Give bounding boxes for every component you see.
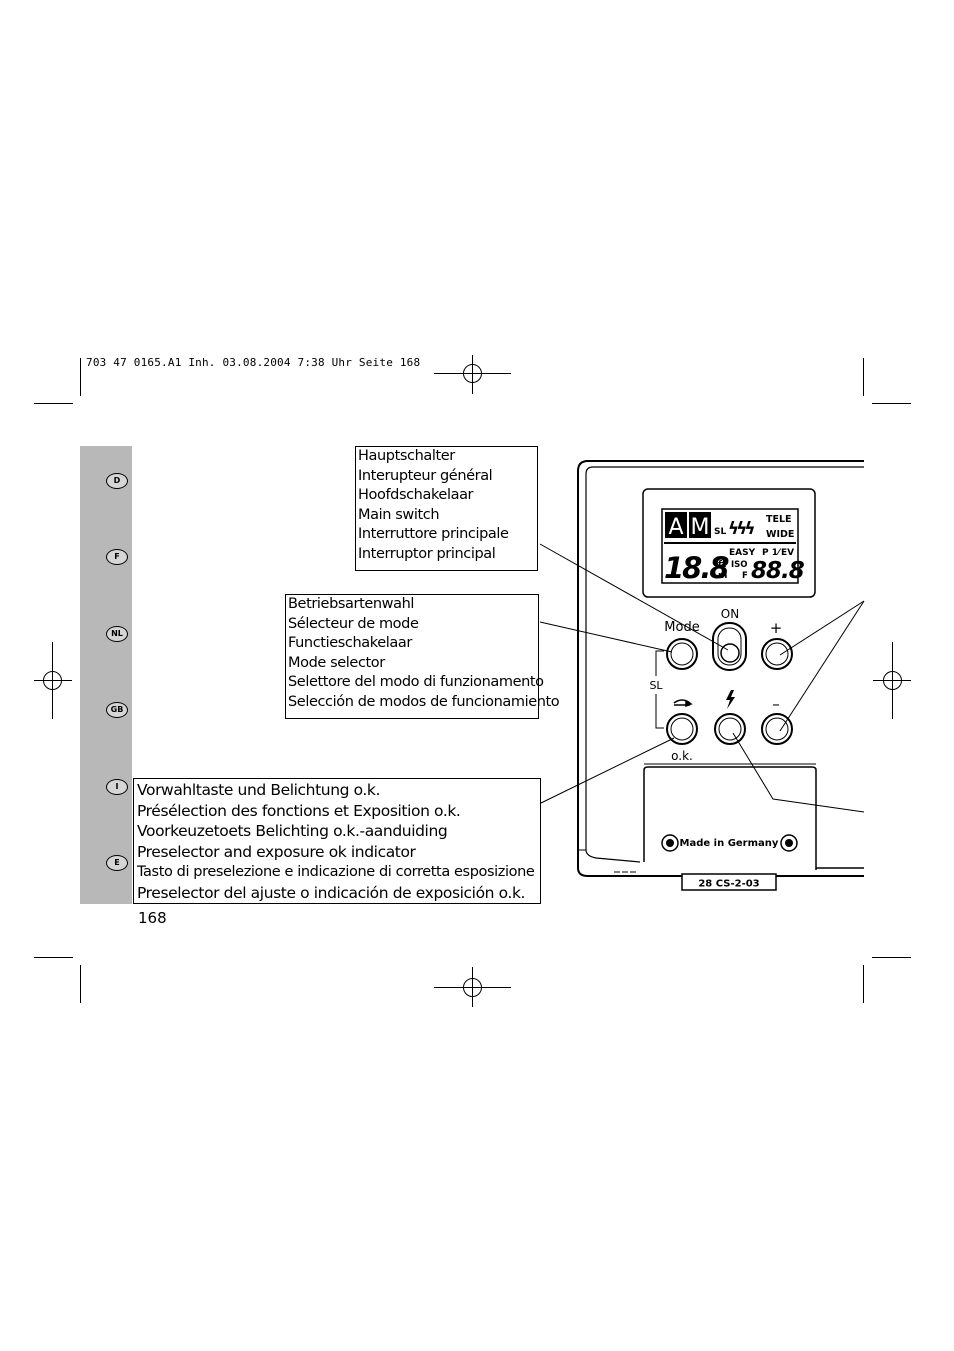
callout-line: Hoofdschakelaar <box>358 487 474 504</box>
callout-line: Preselector del ajuste o indicación de e… <box>137 883 526 902</box>
screw-left-icon <box>661 834 679 852</box>
lcd-value-digits: 88.8 <box>751 558 805 584</box>
ok-label: o.k. <box>671 749 693 763</box>
minus-button[interactable] <box>761 713 793 745</box>
language-sidebar <box>80 446 132 904</box>
callout-main-switch: Hauptschalter Interupteur général Hoofds… <box>355 446 538 571</box>
flash-bolt-icon <box>726 690 735 709</box>
lcd-f: F <box>742 571 748 581</box>
mode-button[interactable] <box>666 638 698 670</box>
callout-line: Betriebsartenwahl <box>288 596 415 612</box>
screw-right-icon <box>780 834 798 852</box>
print-slug: 703 47 0165.A1 Inh. 03.08.2004 7:38 Uhr … <box>86 356 421 369</box>
callout-line: Interruttore principale <box>358 526 509 543</box>
on-label: ON <box>721 607 739 621</box>
plus-label: + <box>770 619 783 637</box>
callout-line: Interruptor principal <box>358 545 496 562</box>
callout-line: Selettore del modo di funzionamento <box>288 674 544 691</box>
main-switch[interactable] <box>712 622 747 671</box>
callout-line: Functieschakelaar <box>288 635 412 652</box>
lcd-p1: P 1⁄ <box>762 548 782 558</box>
sl-label: SL <box>649 679 663 692</box>
leader-mode-selector <box>539 621 673 653</box>
flash-test-button[interactable] <box>714 713 746 745</box>
language-tab-gb: GB <box>106 702 128 718</box>
callout-line: Main switch <box>358 506 440 523</box>
callout-line: Hauptschalter <box>358 448 455 464</box>
lcd-m: m <box>718 571 727 581</box>
callout-line: Preselector and exposure ok indicator <box>137 842 416 861</box>
leader-minus <box>779 600 865 732</box>
callout-line: Voorkeuzetoets Belichting o.k.-aanduidin… <box>137 822 448 841</box>
rotate-arrow-icon <box>673 699 693 708</box>
callout-line: Selección de modos de funcionamiento <box>288 693 560 710</box>
page-number: 168 <box>138 909 167 927</box>
lcd-iso: ISO <box>731 560 748 570</box>
lcd-easy: EASY <box>729 548 756 558</box>
lcd-sl: SL <box>714 527 726 537</box>
language-tab-nl: NL <box>106 626 128 642</box>
leader-flash <box>732 732 865 813</box>
model-code: 28 CS-2-03 <box>698 879 759 890</box>
lcd-ev: EV <box>781 548 794 558</box>
lcd-mode-m: M <box>691 515 710 540</box>
lcd-wide: WIDE <box>766 529 794 540</box>
preselector-ok-button[interactable] <box>666 713 698 745</box>
plus-button[interactable] <box>761 638 793 670</box>
lcd-flash-icon: ϟϟϟ <box>728 519 754 539</box>
leader-plus <box>779 600 865 656</box>
callout-preselector: Vorwahltaste und Belichtung o.k. Préséle… <box>133 778 541 904</box>
callout-mode-selector: Betriebsartenwahl Sélecteur de mode Func… <box>285 594 560 719</box>
language-tab-i: I <box>106 779 128 795</box>
lcd-tele: TELE <box>766 514 792 525</box>
language-tab-d: D <box>106 473 128 489</box>
lcd-distance-digits: 18.8 <box>664 551 729 585</box>
callout-line: Interupteur général <box>358 467 493 484</box>
leader-preselector <box>540 737 675 804</box>
mode-label: Mode <box>664 620 699 635</box>
callout-line: Tasto di preselezione e indicazione di c… <box>137 864 535 881</box>
made-in-germany: Made in Germany <box>680 838 779 849</box>
lcd-ft: ft <box>718 560 727 570</box>
lcd-mode-a: A <box>668 515 683 540</box>
leader-main-switch <box>539 543 729 651</box>
language-tab-f: F <box>106 549 128 565</box>
minus-label: – <box>772 695 780 713</box>
callout-line: Mode selector <box>288 654 385 671</box>
callout-line: Présélection des fonctions et Exposition… <box>137 801 461 820</box>
language-tab-e: E <box>106 855 128 871</box>
callout-line: Vorwahltaste und Belichtung o.k. <box>137 781 381 799</box>
callout-line: Sélecteur de mode <box>288 615 419 632</box>
